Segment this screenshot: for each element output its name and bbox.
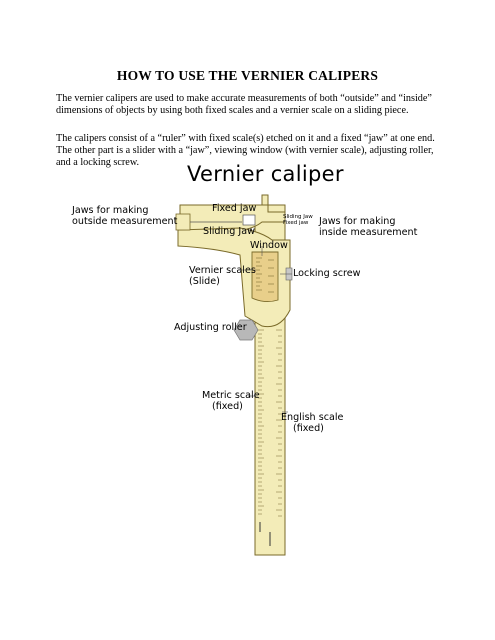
document-title: HOW TO USE THE VERNIER CALIPERS	[116, 68, 379, 83]
vernier-scale-ticks	[256, 257, 274, 293]
window-frame	[251, 251, 279, 303]
label-vernier-scales: Vernier scales (Slide)	[189, 265, 256, 287]
adjusting-roller	[233, 319, 259, 341]
label-outside-jaws: Jaws for making outside measurement	[72, 205, 178, 227]
label-window: Window	[250, 240, 288, 251]
label-tiny-jaws: Sliding Jaw Fixed jaw	[283, 214, 313, 226]
label-english-scale: English scale (fixed)	[281, 412, 344, 434]
vernier-caliper-diagram	[175, 194, 293, 556]
inside-jaws-shape	[261, 194, 286, 213]
parts-paragraph: The calipers consist of a “ruler” with f…	[56, 133, 435, 169]
english-scale-ticks	[276, 329, 282, 517]
label-inside-jaws: Jaws for making inside measurement	[319, 216, 418, 238]
intro-paragraph: The vernier calipers are used to make ac…	[56, 93, 432, 117]
label-metric-scale: Metric scale (fixed)	[202, 390, 260, 412]
label-fixed-jaw: Fixed jaw	[212, 203, 257, 214]
label-sliding-jaw: Sliding Jaw	[203, 226, 255, 237]
label-locking-screw: Locking screw	[293, 268, 361, 279]
outside-jaw-tip	[175, 213, 191, 231]
figure-title: Vernier caliper	[187, 162, 344, 186]
label-adjusting-roller: Adjusting roller	[174, 322, 247, 333]
fixed-jaw-marker	[242, 214, 256, 226]
metric-scale-ticks	[258, 329, 264, 515]
